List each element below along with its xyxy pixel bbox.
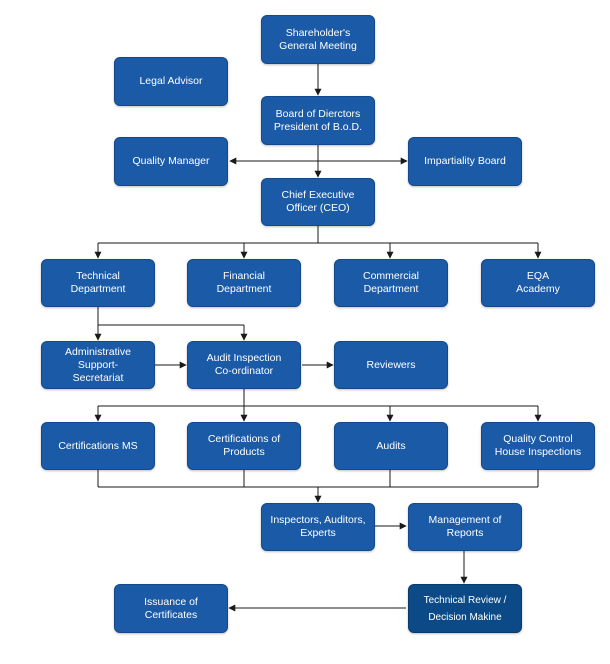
audits-box: Audits [334, 422, 448, 470]
reviewers-label: Reviewers [366, 358, 416, 371]
technical-department-label: Technical Department [70, 270, 126, 295]
issuance-of-certificates-box: Issuance of Certificates [114, 584, 228, 633]
audit-inspection-coordinator-box: Audit Inspection Co-ordinator [187, 341, 301, 389]
shareholders-label: Shareholder's General Meeting [279, 26, 357, 52]
administrative-support-box: Administrative Support- Secretariat [41, 341, 155, 389]
technical-review-decision-label: Technical Review / Decision Makine [423, 594, 507, 623]
inspectors-auditors-experts-label: Inspectors, Auditors, Experts [270, 514, 366, 539]
eqa-academy-label: EQA Academy [516, 270, 560, 295]
legal-advisor-label: Legal Advisor [139, 75, 203, 87]
administrative-support-label: Administrative Support- Secretariat [65, 345, 131, 384]
inspectors-auditors-experts-box: Inspectors, Auditors, Experts [261, 503, 375, 551]
commercial-department-box: Commercial Department [334, 259, 448, 307]
ceo-label: Chief Executive Officer (CEO) [281, 189, 355, 214]
management-of-reports-box: Management of Reports [408, 503, 522, 551]
commercial-department-label: Commercial Department [362, 270, 419, 295]
ceo-box: Chief Executive Officer (CEO) [261, 178, 375, 226]
quality-manager-box: Quality Manager [114, 137, 228, 186]
board-label: Board of Dierctors President of B.o.D. [273, 107, 363, 133]
audits-label: Audits [376, 439, 406, 452]
legal-advisor-box: Legal Advisor [114, 57, 228, 106]
audit-inspection-coordinator-label: Audit Inspection Co-ordinator [206, 352, 282, 377]
board-of-directors-box: Board of Dierctors President of B.o.D. [261, 96, 375, 145]
management-of-reports-label: Management of Reports [428, 514, 502, 539]
certifications-of-products-label: Certifications of Products [207, 433, 281, 458]
eqa-academy-box: EQA Academy [481, 259, 595, 307]
certifications-of-products-box: Certifications of Products [187, 422, 301, 470]
financial-department-box: Financial Department [187, 259, 301, 307]
certifications-ms-box: Certifications MS [41, 422, 155, 470]
certifications-ms-label: Certifications MS [58, 439, 138, 452]
impartiality-board-label: Impartiality Board [424, 155, 506, 167]
shareholders-general-meeting-box: Shareholder's General Meeting [261, 15, 375, 64]
technical-department-box: Technical Department [41, 259, 155, 307]
quality-control-house-inspections-label: Quality Control House Inspections [494, 433, 582, 458]
technical-review-decision-box: Technical Review / Decision Makine [408, 584, 522, 633]
reviewers-box: Reviewers [334, 341, 448, 389]
financial-department-label: Financial Department [216, 270, 272, 295]
impartiality-board-box: Impartiality Board [408, 137, 522, 186]
issuance-of-certificates-label: Issuance of Certificates [144, 595, 198, 621]
quality-control-house-inspections-box: Quality Control House Inspections [481, 422, 595, 470]
quality-manager-label: Quality Manager [132, 155, 210, 167]
